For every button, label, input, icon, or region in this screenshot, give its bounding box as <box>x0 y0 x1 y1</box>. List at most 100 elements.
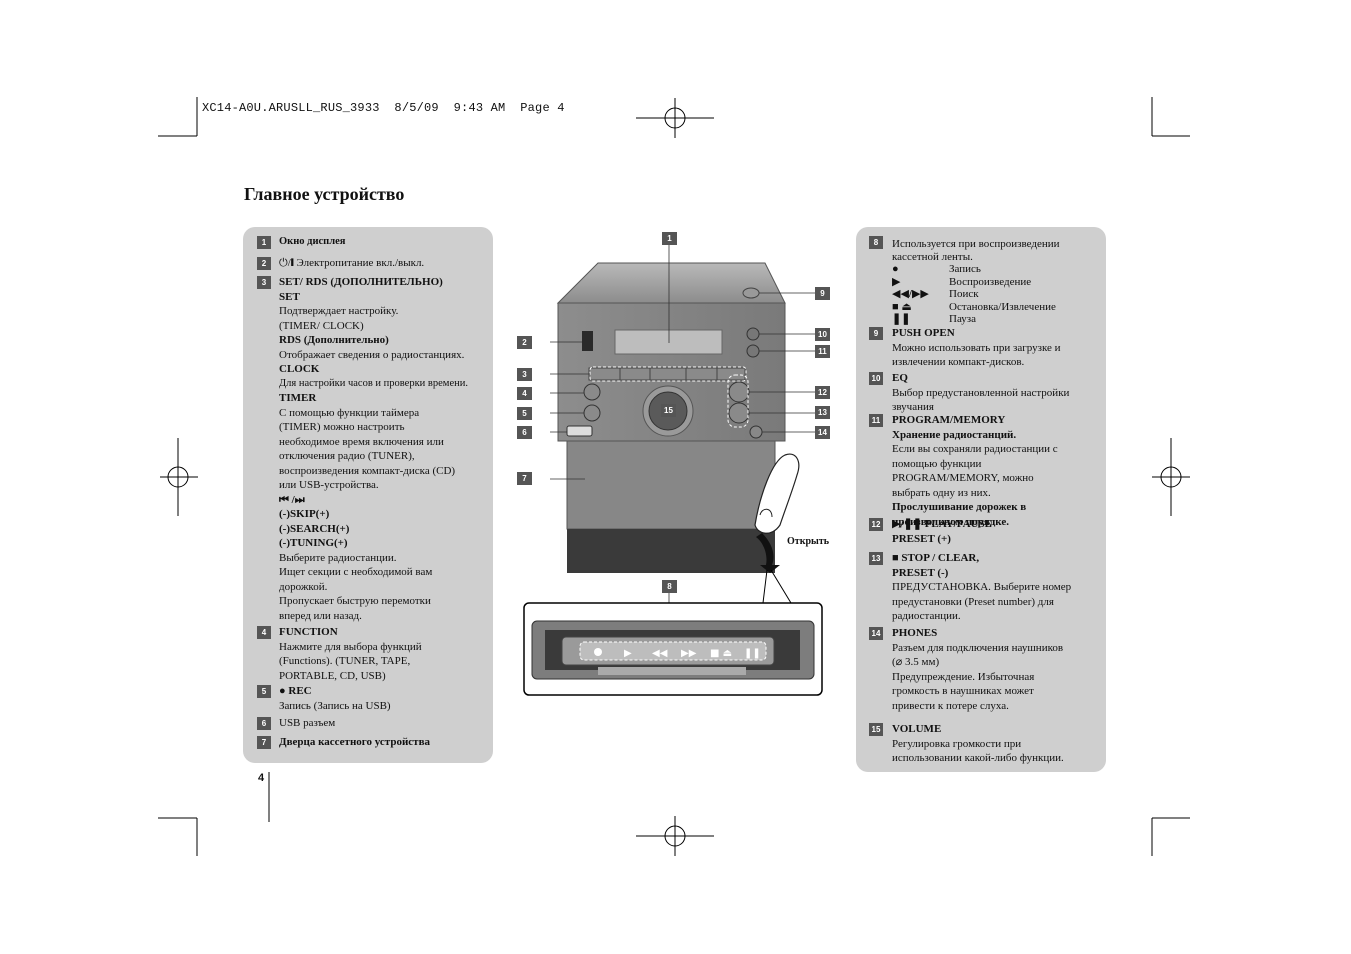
item-line: RDS (Дополнительно) <box>279 334 389 346</box>
item-line: ⏮ /⏭ <box>279 493 305 506</box>
item-number-badge: 12 <box>869 518 883 531</box>
item-line: USB разъем <box>279 717 336 729</box>
page-title: Главное устройство <box>244 184 405 204</box>
control-symbol-label: Поиск <box>949 288 979 300</box>
item-entry: ■ STOP / CLEAR,PRESET (-)ПРЕДУСТАНОВКА. … <box>892 551 1071 624</box>
item-number-badge: 5 <box>257 685 271 698</box>
item-line: Запись (Запись на USB) <box>279 699 391 712</box>
item-entry: ⏻/❙ Электропитание вкл./выкл. <box>279 256 424 271</box>
left-panel <box>243 227 493 763</box>
item-line: Нажмите для выбора функций <box>279 640 422 653</box>
symbol-row: ▶Воспроизведение <box>892 276 1059 289</box>
item-line: вперед или назад. <box>279 609 362 622</box>
item-line: Разъем для подключения наушников <box>892 641 1064 654</box>
item-line: ▶/❚❚ PLAY/PAUSE <box>892 518 992 530</box>
callout-8: 8 <box>662 580 677 593</box>
item-line: PORTABLE, CD, USB) <box>279 669 386 682</box>
item-line: Прослушивание дорожек в <box>892 501 1027 513</box>
callout-11: 11 <box>815 345 830 358</box>
svg-text:■ ⏏: ■ ⏏ <box>710 648 732 659</box>
item-number-badge: 3 <box>257 276 271 289</box>
item-line: Если вы сохраняли радиостанции с <box>892 443 1058 455</box>
item-line: С помощью функции таймера <box>279 406 420 419</box>
item-line: SET <box>279 290 300 303</box>
item-line: PROGRAM/MEMORY, можно <box>892 472 1034 484</box>
item-line: (-)SKIP(+) <box>279 508 330 520</box>
callout-2: 2 <box>517 336 532 349</box>
callout-14: 14 <box>815 426 830 439</box>
svg-text:▶▶: ▶▶ <box>681 648 697 659</box>
item-number-badge: 10 <box>869 372 883 385</box>
print-header: XC14-A0U.ARUSLL_RUS_3933 8/5/09 9:43 AM … <box>202 101 565 115</box>
item-number-badge: 6 <box>257 717 271 730</box>
item-line: произвольном порядке. <box>892 515 1009 528</box>
control-symbol-icon: ❚❚ <box>892 313 911 325</box>
callout-3: 3 <box>517 368 532 381</box>
item-number-badge: 9 <box>869 327 883 340</box>
callout-6: 6 <box>517 426 532 439</box>
control-symbol-icon: ▶ <box>892 275 901 288</box>
item-line: выбрать одну из них. <box>892 486 991 499</box>
item-line: PRESET (-) <box>892 566 949 579</box>
item-line: воспроизведения компакт-диска (CD) <box>279 464 456 477</box>
open-label: Открыть <box>787 536 830 547</box>
item-line: звучания <box>892 401 934 413</box>
callout-7: 7 <box>517 472 532 485</box>
item-line: Регулировка громкости при <box>892 737 1022 750</box>
item-line: (TIMER/ CLOCK) <box>279 319 364 332</box>
callout-1: 1 <box>662 232 677 245</box>
item-number-badge: 1 <box>257 236 271 249</box>
control-symbol-icon: ● <box>892 263 899 275</box>
item-line: PHONES <box>892 627 938 639</box>
callout-15: 15 <box>661 404 676 417</box>
symbol-row: ■ ⏏Остановка/Извлечение <box>892 301 1059 314</box>
item-line: Используется при воспроизведении <box>892 238 1060 250</box>
symbol-row: ◀◀/▶▶Поиск <box>892 288 1059 301</box>
item-line: TIMER <box>279 392 317 404</box>
right-panel <box>856 227 1106 772</box>
item-line: Предупреждение. Избыточная <box>892 670 1035 683</box>
item-line: (-)SEARCH(+) <box>279 522 350 535</box>
item-line: (-)TUNING(+) <box>279 537 348 549</box>
control-symbol-label: Остановка/Извлечение <box>949 300 1056 313</box>
item-number-badge: 15 <box>869 723 883 736</box>
callout-10: 10 <box>815 328 830 341</box>
item-line: радиостанции. <box>892 610 961 622</box>
item-number-badge: 8 <box>869 236 883 249</box>
item-line: PROGRAM/MEMORY <box>892 414 1006 426</box>
svg-text:◀◀: ◀◀ <box>652 648 668 659</box>
control-symbol-label: Пауза <box>949 313 976 325</box>
symbol-row: ❚❚ Пауза <box>892 313 1059 326</box>
item-line: Подтверждает настройку. <box>279 305 399 317</box>
item-entry: PHONES Разъем для подключения наушников (⌀… <box>892 626 1063 713</box>
item-line: PUSH OPEN <box>892 327 955 339</box>
item-line: ■ STOP / CLEAR, <box>892 552 980 564</box>
item-line: Дверца кассетного устройства <box>279 736 431 748</box>
item-line: привести к потере слуха. <box>892 699 1009 712</box>
callout-5: 5 <box>517 407 532 420</box>
item-number-badge: 13 <box>869 552 883 565</box>
item-line: или USB-устройства. <box>279 479 379 491</box>
item-line: необходимое время включения или <box>279 435 444 448</box>
item-line: FUNCTION <box>279 626 338 638</box>
item-line: Выберите радиостанции. <box>279 551 397 564</box>
item-entry: Окно дисплея <box>279 235 345 250</box>
item-number-badge: 4 <box>257 626 271 639</box>
item-line: Ищет секции с необходимой вам <box>279 566 433 578</box>
item-line: кассетной ленты. <box>892 250 973 263</box>
svg-text:▶: ▶ <box>624 648 632 659</box>
device-illustration: ▶ ◀◀ ▶▶ ■ ⏏ ❚❚ <box>523 245 823 696</box>
item-entry: USB разъем <box>279 716 335 731</box>
item-line: (TIMER) можно настроить <box>279 421 405 433</box>
item-line: Окно дисплея <box>279 236 346 247</box>
item-line: (⌀ 3.5 мм) <box>892 656 940 668</box>
item-line: извлечении компакт-дисков. <box>892 356 1025 368</box>
